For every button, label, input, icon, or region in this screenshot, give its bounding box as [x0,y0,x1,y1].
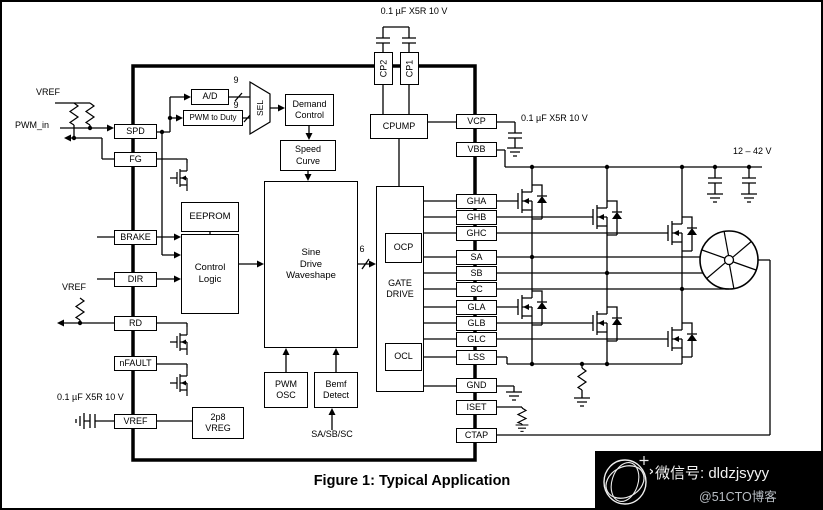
ground-iset [515,424,529,432]
block-eeprom: EEPROM [181,202,239,232]
mosfet-high-a [507,180,548,222]
pin-lss: LSS [456,350,497,365]
sense-resistor [577,367,587,391]
label-bus-width-duty: 9 [233,100,239,110]
junction-dots [71,115,752,367]
pin-ghc: GHC [456,226,497,241]
watermark-wechat-id: 微信号: dldzjsyyy [655,465,770,482]
mosfet-high-b [582,196,623,238]
wires-charge-pump [376,26,456,123]
pullup-resistor-rd [75,297,85,321]
scribble-circle-icon [603,456,653,505]
label-sasbsc: SA/SB/SC [311,429,353,439]
pin-glb: GLB [456,316,497,331]
watermark-blog-handle: @51CTO博客 [699,490,777,504]
block-control-logic: Control Logic [181,234,239,314]
mosfet-nfault-output [169,367,188,397]
block-pwm-to-duty: PWM to Duty [183,110,243,126]
pin-sb: SB [456,266,497,281]
label-vref-mid: VREF [62,282,87,292]
arrowheads [57,93,376,415]
label-pwm-in: PWM_in [15,120,50,130]
wires-supply-rail [497,149,762,213]
pullup-resistor-pwm [85,102,95,126]
pin-rd: RD [114,316,157,331]
pin-ctap: CTAP [456,428,497,443]
pin-gha: GHA [456,194,497,209]
wires-sense-gnd [497,259,771,436]
mosfet-high-c [657,212,698,254]
label-bus-width-ad: 9 [233,75,239,85]
block-demand-control: Demand Control [285,94,334,126]
mosfet-rd-output [169,326,188,356]
wires [55,26,771,436]
ground-bulkcap1 [706,193,724,203]
wires-bridge [497,200,729,365]
block-cpump: CPUMP [370,114,428,139]
pin-sa: SA [456,250,497,265]
ground-bulkcap2 [740,193,758,203]
block-bemf-detect: Bemf Detect [314,372,358,408]
ground-sense [573,397,591,407]
figure-caption: Figure 1: Typical Application [313,473,511,489]
ground-vref-cap [75,412,85,430]
wires-left-external [55,102,114,428]
pin-brake: BRAKE [114,230,157,245]
label-cap-vcp: 0.1 µF X5R 10 V [521,113,588,123]
mosfet-low-c [657,318,698,360]
pin-nfault: nFAULT [114,356,157,371]
label-vref-top: VREF [36,87,61,97]
pin-cp1: CP1 [400,52,419,85]
sel-mux: SEL [249,80,271,136]
mosfet-low-b [582,302,623,344]
label-bus-width-drive: 6 [359,244,365,254]
block-pwm-osc: PWM OSC [264,372,308,408]
pin-vcp: VCP [456,114,497,129]
pin-spd: SPD [114,124,157,139]
pin-gla: GLA [456,300,497,315]
iset-resistor [517,407,527,425]
pin-vbb: VBB [456,142,497,157]
label-cap-top: 0.1 µF X5R 10 V [380,6,448,16]
wires-vcp [497,121,522,148]
pin-cp2: CP2 [374,52,393,85]
ground-vcp [506,147,524,157]
watermark-panel: 微信号: dldzjsyyy @51CTO博客 [595,451,821,508]
pin-vref: VREF [114,414,157,429]
block-ocl: OCL [385,343,422,371]
pin-fg: FG [114,152,157,167]
label-cap-vref: 0.1 µF X5R 10 V [57,392,124,402]
sel-mux-label: SEL [255,100,265,116]
mosfet-low-a [507,286,548,328]
ground-gnd-pin [505,391,523,401]
pin-ghb: GHB [456,210,497,225]
motor-fan-icon [699,230,759,290]
wires-core-logic [229,92,400,430]
block-sine-drive-waveshape: Sine Drive Waveshape [264,181,358,348]
pullup-resistor-fg [69,102,79,126]
block-vreg: 2p8 VREG [192,407,244,439]
block-ad: A/D [191,89,229,105]
pin-gnd: GND [456,378,497,393]
pin-glc: GLC [456,332,497,347]
pin-dir: DIR [114,272,157,287]
block-ocp: OCP [385,233,422,263]
mosfet-fg-output [169,162,188,192]
block-speed-curve: Speed Curve [280,140,336,171]
pin-iset: ISET [456,400,497,415]
wires-gatedrive-pins [424,200,456,387]
pin-sc: SC [456,282,497,297]
label-supply-voltage: 12 – 42 V [733,146,772,156]
